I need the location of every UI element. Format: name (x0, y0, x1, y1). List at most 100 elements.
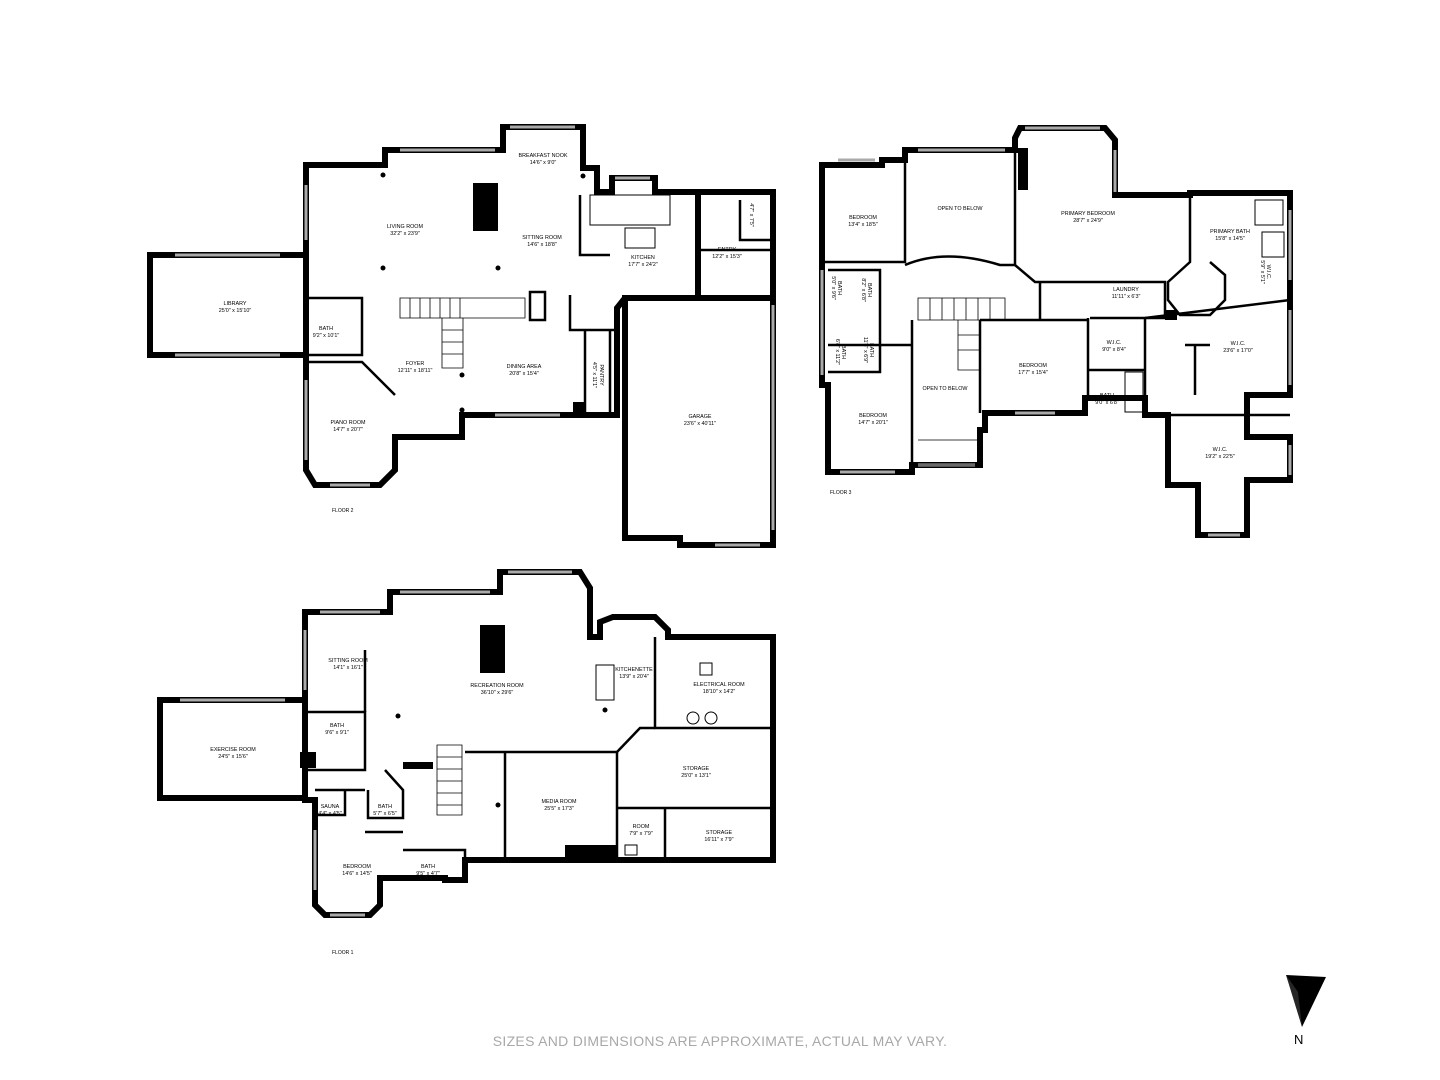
svg-text:STORAGE: STORAGE (706, 830, 733, 836)
room-sauna: SAUNA 4'4" x 4'5" (318, 804, 342, 817)
svg-text:13'4" x 18'5": 13'4" x 18'5" (848, 222, 878, 228)
svg-text:14'7" x 20'7": 14'7" x 20'7" (333, 427, 363, 433)
svg-text:BEDROOM: BEDROOM (1019, 363, 1047, 369)
svg-text:LAUNDRY: LAUNDRY (1113, 287, 1139, 293)
svg-text:BEDROOM: BEDROOM (849, 215, 877, 221)
svg-text:ENTRY: ENTRY (718, 247, 737, 253)
svg-text:17'7" x 15'4": 17'7" x 15'4" (1018, 370, 1048, 376)
svg-text:14'6" x 14'5": 14'6" x 14'5" (342, 871, 372, 877)
room-living-room: LIVING ROOM 32'2" x 23'9" (387, 224, 423, 237)
svg-text:6'8" x 11'2": 6'8" x 11'2" (834, 339, 840, 365)
floor-1-plan: SITTING ROOM 14'1" x 16'1" RECREATION RO… (157, 569, 776, 956)
room-bath-f1-c: BATH 9'5" x 4'7" (416, 864, 440, 877)
svg-text:9'5" x 4'7": 9'5" x 4'7" (416, 871, 440, 877)
svg-text:STORAGE: STORAGE (683, 766, 710, 772)
svg-text:BATH: BATH (1100, 393, 1114, 399)
svg-text:MEDIA ROOM: MEDIA ROOM (541, 799, 577, 805)
svg-text:OPEN TO BELOW: OPEN TO BELOW (937, 206, 983, 212)
svg-text:BATH: BATH (866, 283, 872, 297)
room-storage-b: STORAGE 16'11" x 7'9" (704, 830, 733, 843)
floor-1-label: FLOOR 1 (332, 950, 354, 956)
room-foyer: FOYER 12'11" x 18'11" (398, 361, 433, 374)
svg-text:BEDROOM: BEDROOM (859, 413, 887, 419)
svg-text:18'10" x 14'2": 18'10" x 14'2" (703, 689, 736, 695)
room-open-to-below-bottom: OPEN TO BELOW (922, 386, 968, 392)
svg-text:25'0" x 15'10": 25'0" x 15'10" (219, 308, 252, 314)
svg-text:BATH: BATH (378, 804, 392, 810)
room-open-to-below-top: OPEN TO BELOW (937, 206, 983, 212)
room-bath-center: BATH 9'0" x 6'8" (1095, 393, 1119, 406)
svg-text:ROOM: ROOM (633, 824, 650, 830)
svg-text:9'2" x 10'1": 9'2" x 10'1" (313, 333, 340, 339)
room-wic-south: W.I.C. 19'2" x 22'5" (1205, 447, 1235, 460)
room-library: LIBRARY 25'0" x 15'10" (219, 301, 252, 314)
room-laundry: LAUNDRY 11'11" x 6'3" (1112, 287, 1141, 300)
svg-text:23'6" x 17'0": 23'6" x 17'0" (1223, 348, 1253, 354)
room-storage-a: STORAGE 25'0" x 13'1" (681, 766, 711, 779)
svg-text:ELECTRICAL ROOM: ELECTRICAL ROOM (693, 682, 745, 688)
svg-text:9'6" x 9'1": 9'6" x 9'1" (325, 730, 349, 736)
room-bedroom-center: BEDROOM 17'7" x 15'4" (1018, 363, 1048, 376)
svg-text:20'8" x 15'4": 20'8" x 15'4" (509, 371, 539, 377)
room-sitting-room-f1: SITTING ROOM 14'1" x 16'1" (328, 658, 368, 671)
svg-text:PRIMARY BATH: PRIMARY BATH (1210, 229, 1250, 235)
svg-text:W.I.C.: W.I.C. (1107, 340, 1122, 346)
room-bath-f1-a: BATH 9'6" x 9'1" (325, 723, 349, 736)
room-bedroom-f1: BEDROOM 14'6" x 14'5" (342, 864, 372, 877)
svg-text:17'7" x 24'2": 17'7" x 24'2" (628, 262, 658, 268)
svg-text:23'6" x 40'11": 23'6" x 40'11" (684, 421, 716, 427)
svg-text:LIVING ROOM: LIVING ROOM (387, 224, 423, 230)
north-arrow-icon (1286, 975, 1326, 1027)
room-media-room: MEDIA ROOM 25'5" x 17'3" (541, 799, 577, 812)
svg-text:4'5" x 11'1": 4'5" x 11'1" (591, 362, 597, 388)
svg-text:KITCHEN: KITCHEN (631, 255, 655, 261)
svg-text:DINING AREA: DINING AREA (507, 364, 542, 370)
svg-text:PRIMARY BEDROOM: PRIMARY BEDROOM (1061, 211, 1115, 217)
svg-text:5'9" x 5'1": 5'9" x 5'1" (1259, 260, 1265, 284)
svg-text:32'2" x 23'9": 32'2" x 23'9" (390, 231, 420, 237)
svg-text:28'7" x 24'9": 28'7" x 24'9" (1073, 218, 1103, 224)
svg-text:4'4" x 4'5": 4'4" x 4'5" (318, 811, 342, 817)
room-wic-primary: W.I.C. 5'9" x 5'1" (1259, 260, 1271, 284)
floor-3-plan: BEDROOM 13'4" x 18'5" OPEN TO BELOW PRIM… (819, 125, 1293, 538)
room-wic-large: W.I.C. 23'6" x 17'0" (1223, 341, 1253, 354)
north-label: N (1294, 1032, 1304, 1047)
room-primary-bedroom: PRIMARY BEDROOM 28'7" x 24'9" (1061, 211, 1115, 224)
svg-text:BATH: BATH (319, 326, 333, 332)
room-bedroom-sw: BEDROOM 14'7" x 20'1" (858, 413, 888, 426)
svg-text:W.I.C.: W.I.C. (1231, 341, 1246, 347)
svg-text:SITTING ROOM: SITTING ROOM (328, 658, 368, 664)
svg-text:GARAGE: GARAGE (688, 414, 711, 420)
room-dining-area: DINING AREA 20'8" x 15'4" (507, 364, 542, 377)
svg-text:15'8" x 14'5": 15'8" x 14'5" (1215, 236, 1245, 242)
svg-text:8'2" x 6'8": 8'2" x 6'8" (860, 278, 866, 302)
room-bath-f1-b: BATH 5'7" x 6'5" (373, 804, 397, 817)
svg-text:SITTING ROOM: SITTING ROOM (522, 235, 562, 241)
svg-text:PIANO ROOM: PIANO ROOM (330, 420, 366, 426)
svg-text:11'8" x 6'9": 11'8" x 6'9" (862, 337, 868, 363)
disclaimer-text: SIZES AND DIMENSIONS ARE APPROXIMATE, AC… (492, 1033, 948, 1049)
svg-text:BEDROOM: BEDROOM (343, 864, 371, 870)
svg-text:14'7" x 20'1": 14'7" x 20'1" (858, 420, 888, 426)
svg-text:11'11" x 6'3": 11'11" x 6'3" (1112, 294, 1141, 300)
room-bedroom-nw: BEDROOM 13'4" x 18'5" (848, 215, 878, 228)
svg-text:4'7" x 7'5": 4'7" x 7'5" (748, 203, 754, 227)
svg-text:16'11" x 7'9": 16'11" x 7'9" (704, 837, 733, 843)
room-entry: ENTRY 12'2" x 15'3" (712, 247, 742, 260)
floor-2-label: FLOOR 2 (332, 508, 354, 514)
svg-text:7'9" x 7'9": 7'9" x 7'9" (629, 831, 653, 837)
room-wic-small: W.I.C. 9'0" x 8'4" (1102, 340, 1126, 353)
svg-text:13'9" x 20'4": 13'9" x 20'4" (619, 674, 649, 680)
room-bath-a: BATH 5'0" x 9'6" (830, 276, 842, 300)
room-closet-entry: 4'7" x 7'5" (748, 203, 754, 227)
svg-text:9'0" x 6'8": 9'0" x 6'8" (1095, 400, 1119, 406)
room-electrical-room: ELECTRICAL ROOM 18'10" x 14'2" (693, 682, 745, 695)
svg-text:W.I.C.: W.I.C. (1265, 265, 1271, 280)
svg-text:FOYER: FOYER (406, 361, 425, 367)
room-primary-bath: PRIMARY BATH 15'8" x 14'5" (1210, 229, 1250, 242)
svg-text:25'0" x 13'1": 25'0" x 13'1" (681, 773, 711, 779)
floor-3-label: FLOOR 3 (830, 490, 852, 496)
svg-text:5'7" x 6'5": 5'7" x 6'5" (373, 811, 397, 817)
svg-text:BATH: BATH (868, 343, 874, 357)
